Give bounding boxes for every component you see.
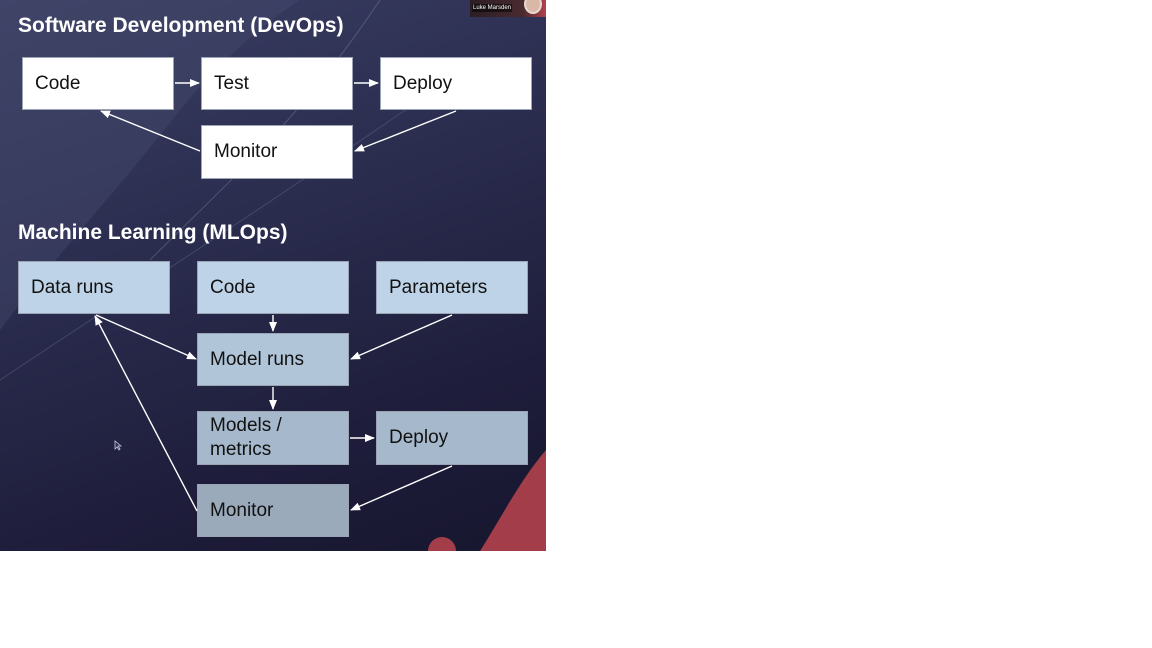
devops-test-box: Test <box>201 57 353 110</box>
mlops-code-label: Code <box>210 276 256 298</box>
mlops-parameters-label: Parameters <box>389 276 488 298</box>
mlops-deploy-label: Deploy <box>389 427 449 448</box>
mlops-data-runs-label: Data runs <box>31 276 114 298</box>
mlops-deploy-box: Deploy <box>376 411 528 465</box>
mlops-model-runs-label: Model runs <box>210 348 304 370</box>
participant-video-thumbnail[interactable]: Luke Marsden <box>470 0 546 17</box>
devops-code-label: Code <box>35 72 81 94</box>
devops-code-box: Code <box>22 57 174 110</box>
mlops-monitor-box: Monitor <box>197 484 349 537</box>
mlops-title: Machine Learning (MLOps) <box>18 221 288 244</box>
devops-monitor-label: Monitor <box>214 141 278 162</box>
devops-deploy-box: Deploy <box>380 57 532 110</box>
devops-deploy-label: Deploy <box>393 72 453 94</box>
mouse-cursor-icon <box>114 440 122 451</box>
participant-avatar <box>524 0 542 14</box>
mlops-models-metrics-line1: Models / <box>210 415 282 436</box>
mlops-monitor-label: Monitor <box>210 499 274 521</box>
mlops-data-runs-box: Data runs <box>18 261 170 314</box>
devops-test-label: Test <box>214 72 249 94</box>
mlops-parameters-box: Parameters <box>376 261 528 314</box>
participant-name: Luke Marsden <box>472 4 513 12</box>
slide: Software Development (DevOps) Code Test … <box>0 0 546 551</box>
mlops-code-box: Code <box>197 261 349 314</box>
mlops-model-runs-box: Model runs <box>197 333 349 386</box>
mlops-models-metrics-box: Models / metrics <box>197 411 349 465</box>
mlops-models-metrics-label: Models / metrics <box>210 414 282 462</box>
mlops-models-metrics-line2: metrics <box>210 439 272 460</box>
devops-title: Software Development (DevOps) <box>18 14 344 37</box>
devops-monitor-box: Monitor <box>201 125 353 179</box>
